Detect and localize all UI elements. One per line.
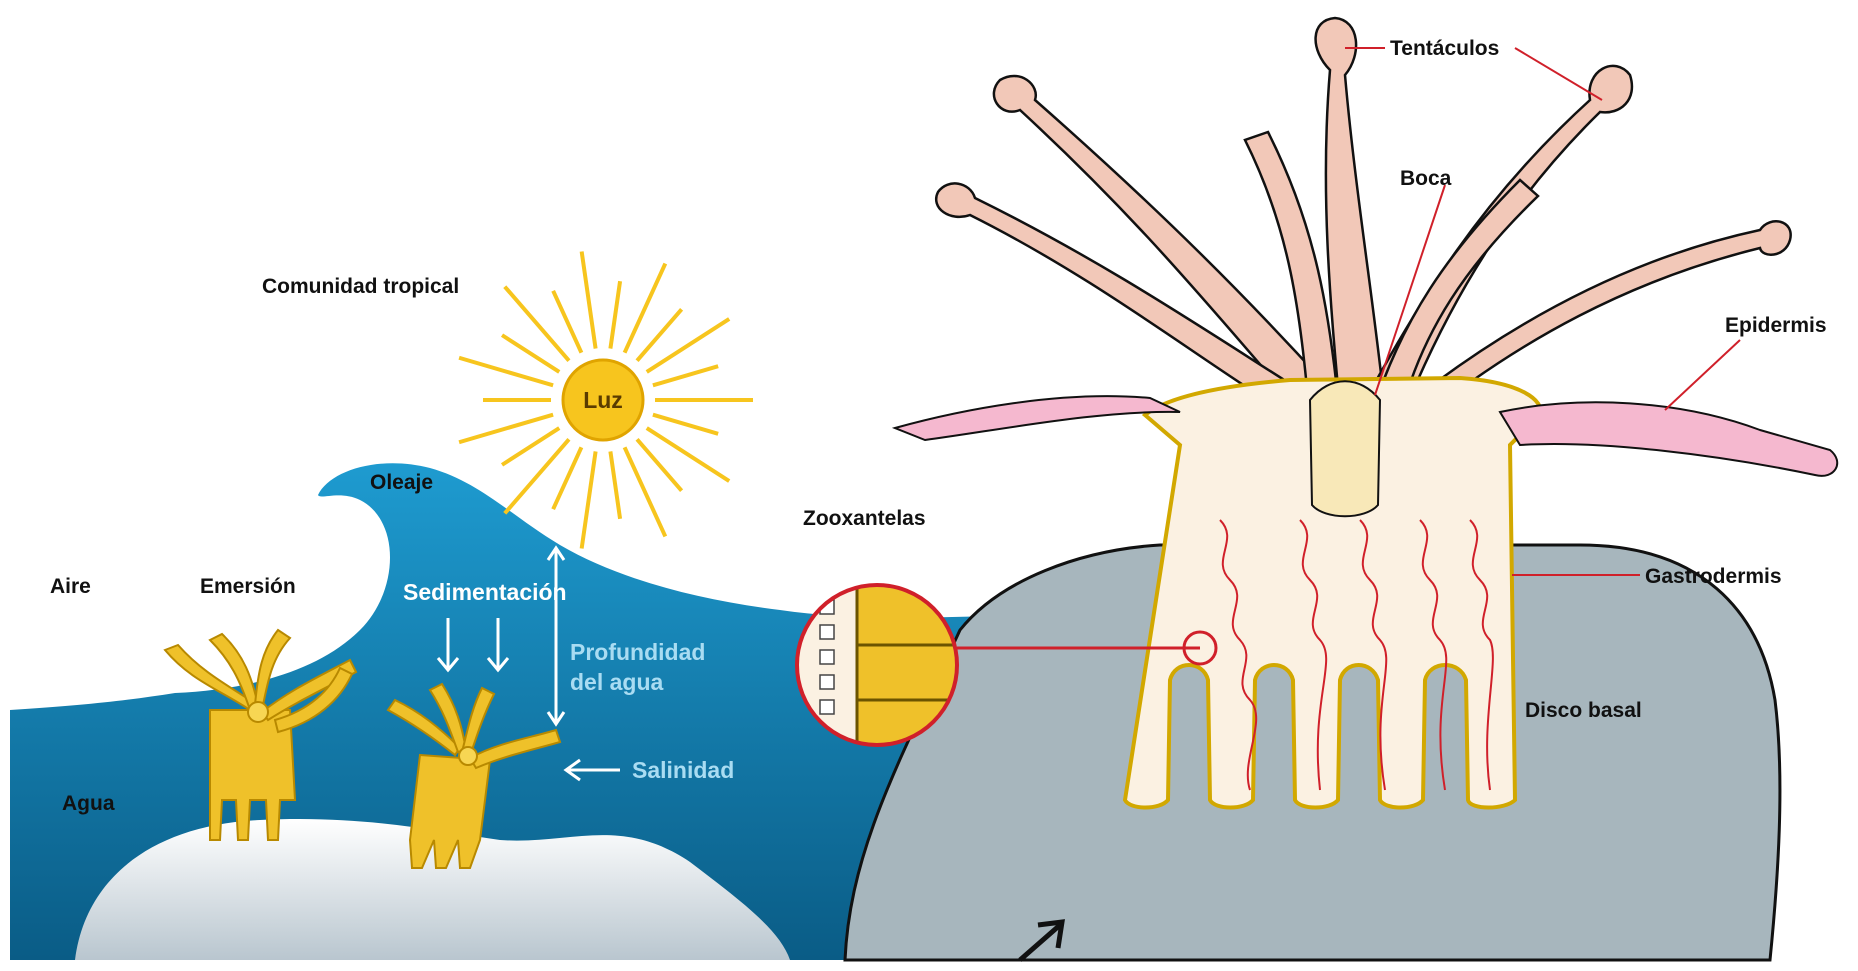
luz-label: Luz: [583, 387, 623, 413]
sun-ray: [459, 415, 553, 443]
label-tentaculos: Tentáculos: [1390, 37, 1499, 60]
label-agua: Agua: [62, 792, 115, 815]
label-aire: Aire: [50, 575, 91, 598]
label-profundidad-1: Profundidad: [570, 639, 705, 665]
sun-ray: [647, 428, 729, 481]
sun-icon: Luz: [459, 252, 753, 549]
label-profundidad-2: del agua: [570, 669, 664, 695]
label-zooxantelas: Zooxantelas: [803, 507, 926, 530]
sun-ray: [505, 439, 569, 513]
label-oleaje: Oleaje: [370, 471, 433, 494]
sun-ray: [459, 358, 553, 386]
label-emersion: Emersión: [200, 575, 296, 598]
label-comunidad: Comunidad tropical: [262, 275, 459, 298]
sun-ray: [625, 264, 666, 353]
label-disco-basal: Disco basal: [1525, 699, 1642, 722]
sun-ray: [610, 281, 620, 348]
sun-ray: [582, 252, 596, 349]
label-sedimentacion: Sedimentación: [403, 579, 567, 605]
sun-ray: [553, 291, 581, 353]
sun-ray: [647, 319, 729, 372]
sun-ray: [653, 415, 718, 434]
label-boca: Boca: [1400, 167, 1452, 190]
label-salinidad: Salinidad: [632, 757, 734, 783]
label-gastrodermis: Gastrodermis: [1645, 565, 1782, 588]
tentacles-icon: [936, 18, 1790, 425]
sun-ray: [625, 447, 666, 536]
sun-ray: [505, 287, 569, 361]
sun-ray: [582, 451, 596, 548]
sun-ray: [653, 366, 718, 385]
sun-ray: [553, 447, 581, 509]
label-epidermis: Epidermis: [1725, 314, 1827, 337]
sun-ray: [610, 451, 620, 518]
